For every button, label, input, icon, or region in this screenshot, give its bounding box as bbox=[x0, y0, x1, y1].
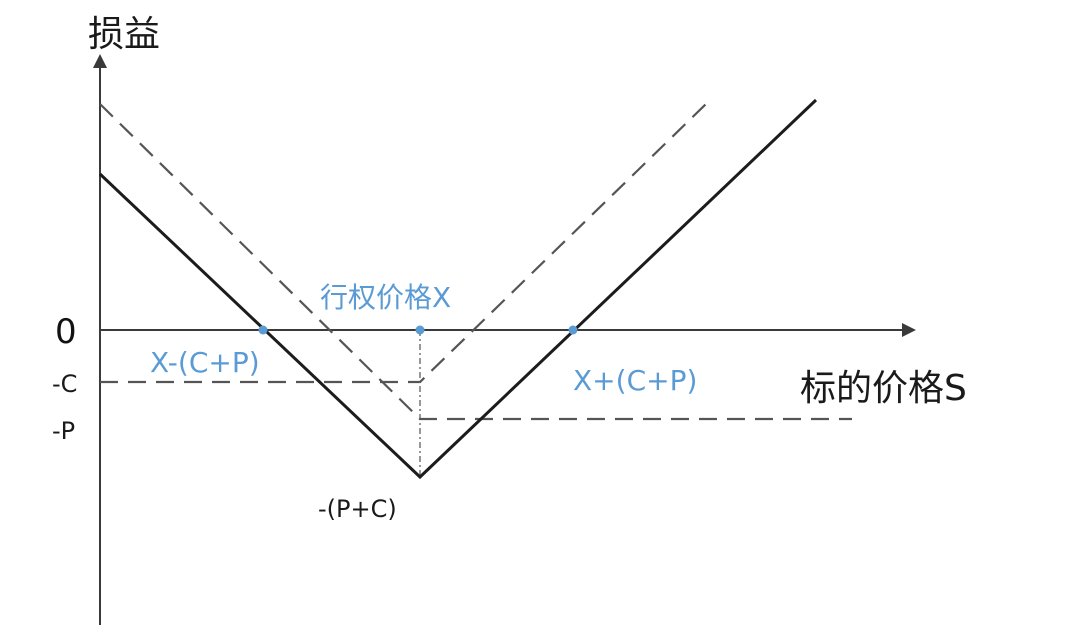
call-payoff-dashed bbox=[100, 103, 707, 384]
x-axis-title: 标的价格S bbox=[800, 368, 967, 409]
put-payoff-dashed bbox=[99, 103, 852, 421]
strike-label: 行权价格X bbox=[320, 281, 451, 314]
straddle-payoff-solid bbox=[98, 98, 818, 480]
lower-breakeven-label: X-(C+P) bbox=[150, 346, 260, 379]
upper-breakeven-label: X+(C+P) bbox=[573, 364, 697, 397]
zero-label: 0 bbox=[55, 312, 77, 352]
upper-breakeven-point bbox=[568, 325, 578, 335]
y-axis-title: 损益 bbox=[88, 14, 160, 55]
neg-p-label: -P bbox=[52, 417, 75, 445]
minimum-label: -(P+C) bbox=[318, 495, 397, 523]
lower-breakeven-point bbox=[258, 325, 268, 335]
neg-c-label: -C bbox=[52, 370, 77, 398]
strike-point bbox=[415, 325, 425, 335]
